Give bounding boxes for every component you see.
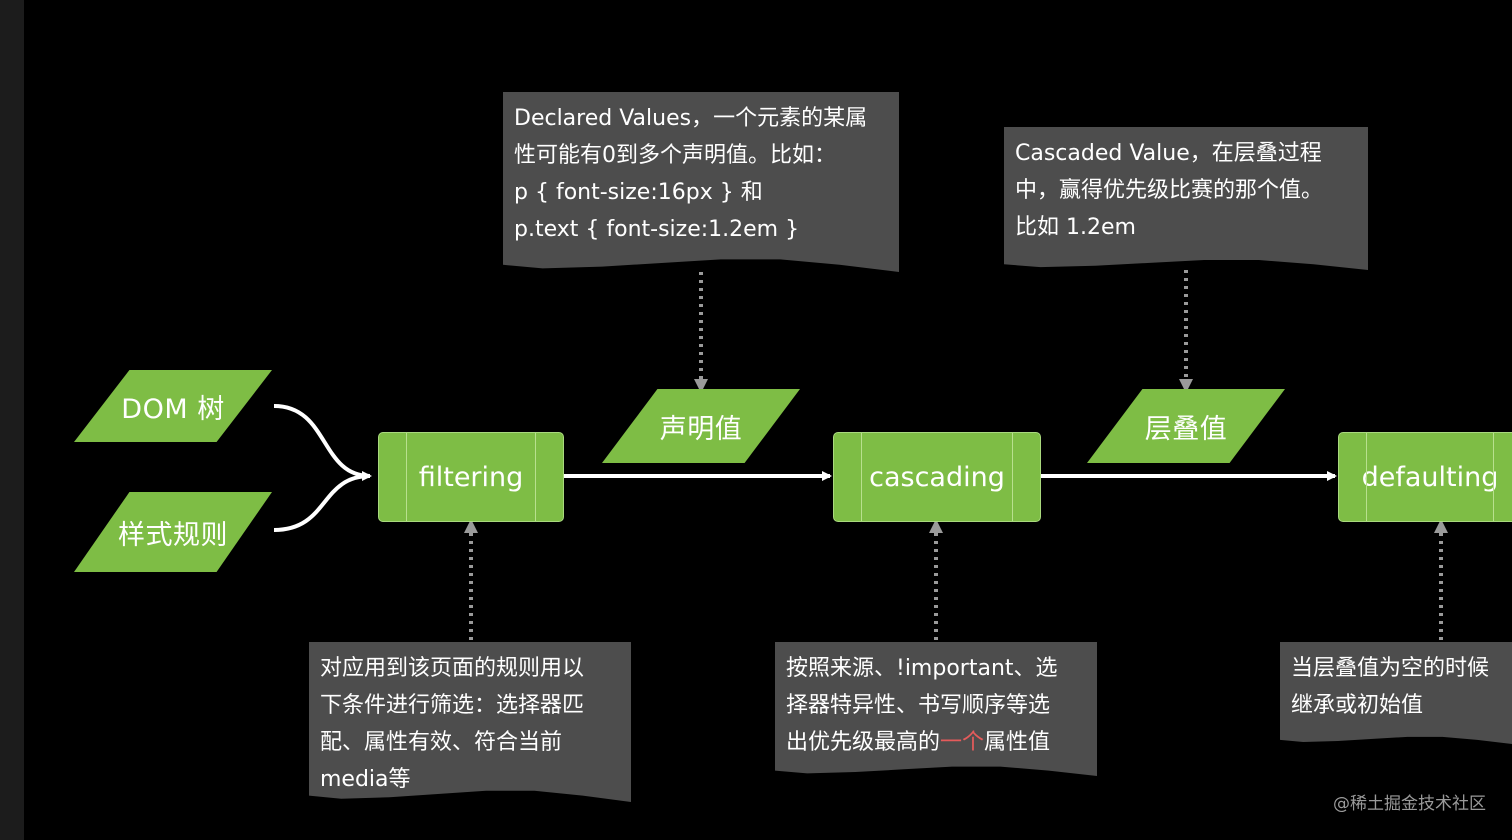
note-line: p.text { font-size:1.2em }: [514, 217, 800, 242]
declared-values-note: Declared Values，一个元素的某属 性可能有0到多个声明值。比如： …: [503, 92, 899, 272]
note-line: 性可能有0到多个声明值。比如：: [514, 143, 836, 168]
note-line: 中，赢得优先级比赛的那个值。: [1015, 178, 1324, 203]
dom-to-filtering-connector: [273, 404, 371, 478]
note-line: 继承或初始值: [1291, 693, 1424, 718]
note-line: 择器特异性、书写顺序等选: [786, 693, 1051, 718]
note-line-highlighted: 出优先级最高的一个属性值: [786, 724, 1087, 761]
defaulting-node: defaulting: [1338, 432, 1512, 522]
filtering-note: 对应用到该页面的规则用以 下条件进行筛选：选择器匹 配、属性有效、符合当前 me…: [309, 642, 631, 802]
defaulting-label: defaulting: [1361, 461, 1499, 493]
note-line: media等: [320, 767, 411, 792]
style-rules-label: 样式规则: [118, 519, 228, 551]
note-line: 对应用到该页面的规则用以: [320, 656, 585, 681]
note-line: Declared Values，一个元素的某属: [514, 106, 868, 131]
cascaded-value-label: 层叠值: [1144, 413, 1228, 445]
note-line: 比如 1.2em: [1015, 215, 1136, 240]
cascaded-value-note: Cascaded Value，在层叠过程 中，赢得优先级比赛的那个值。 比如 1…: [1004, 127, 1368, 270]
note-line: 按照来源、!important、选: [786, 656, 1058, 681]
connectors: [273, 270, 1448, 640]
note-line: 当层叠值为空的时候: [1291, 656, 1490, 681]
cascading-label: cascading: [869, 461, 1005, 493]
filtering-label: filtering: [418, 461, 524, 493]
defaulting-note: 当层叠值为空的时候 继承或初始值: [1280, 642, 1512, 744]
watermark: @稀土掘金技术社区: [1333, 794, 1486, 814]
note-line: 配、属性有效、符合当前: [320, 730, 563, 755]
note-line: Cascaded Value，在层叠过程: [1015, 141, 1322, 166]
note-text: 属性值: [984, 730, 1051, 755]
filtering-node: filtering: [378, 432, 564, 522]
cascading-note: 按照来源、!important、选 择器特异性、书写顺序等选 出优先级最高的一个…: [775, 642, 1097, 776]
dom-tree-label: DOM 树: [121, 393, 225, 425]
note-text: 出优先级最高的: [786, 730, 941, 755]
rules-to-filtering-connector: [273, 471, 372, 532]
declared-value-label: 声明值: [659, 413, 743, 445]
cascading-node: cascading: [833, 432, 1041, 522]
note-line: 下条件进行筛选：选择器匹: [320, 693, 585, 718]
note-line: p { font-size:16px } 和: [514, 180, 763, 205]
highlight-text: 一个: [940, 730, 985, 755]
diagram-canvas: DOM 树 样式规则 filtering cascading defaultin…: [24, 0, 1512, 840]
